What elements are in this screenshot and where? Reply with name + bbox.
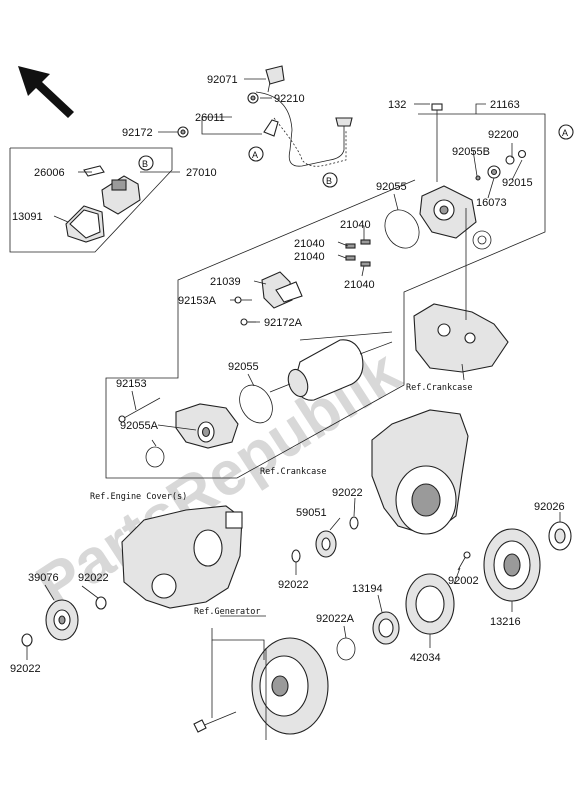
part-label-59051: 59051: [296, 507, 327, 519]
part-label-13091: 13091: [12, 211, 43, 223]
o-ring-rear: [384, 209, 420, 249]
crankcase-left-part: [371, 409, 469, 535]
callout-A-left: A: [248, 146, 264, 162]
ref-generator: Ref.Generator: [194, 607, 261, 617]
part-label-21040-b: 21040: [294, 238, 325, 250]
starter-front-flange: [175, 403, 239, 449]
part-label-21040-d: 21040: [344, 279, 375, 291]
engine-cover-part: [121, 505, 243, 609]
starter-assembly-frame: [105, 113, 546, 479]
part-label-92022-d: 92022: [10, 663, 41, 675]
part-label-92026: 92026: [534, 501, 565, 513]
part-label-92153A: 92153A: [178, 295, 217, 307]
svg-text:A: A: [562, 128, 568, 138]
starter-clutch-bolt: [457, 551, 471, 571]
part-label-92210: 92210: [274, 93, 305, 105]
leader-lines: [26, 78, 561, 718]
part-label-92055-top: 92055: [376, 181, 407, 193]
part-label-27010: 27010: [186, 167, 217, 179]
part-label-92172: 92172: [122, 127, 153, 139]
ref-crankcase-right: Ref.Crankcase: [406, 383, 473, 393]
cover-bolt: [431, 103, 443, 182]
part-label-26011: 26011: [195, 112, 225, 124]
svg-text:A: A: [252, 150, 258, 160]
part-label-92002: 92002: [448, 575, 479, 587]
relay-bolt: [177, 126, 189, 138]
starter-relay-body: [101, 175, 141, 215]
part-label-13194: 13194: [352, 583, 383, 595]
part-label-92153: 92153: [116, 378, 147, 390]
starter-end-cover: [419, 185, 477, 239]
part-label-39076: 39076: [28, 572, 59, 584]
part-label-92071: 92071: [207, 74, 238, 86]
starter-clutch-gear: [483, 528, 541, 602]
part-label-13216: 13216: [490, 616, 521, 628]
washer-idle-small: [291, 549, 301, 563]
ref-crankcase-left: Ref.Crankcase: [260, 467, 327, 477]
brush-holder: [261, 271, 303, 309]
gear-outline-icon: [472, 230, 492, 250]
part-label-92022A: 92022A: [316, 613, 355, 625]
brush-screw-a: [234, 296, 252, 304]
o-ring-small: [145, 446, 165, 468]
part-label-92022-b: 92022: [78, 572, 109, 584]
through-bolt: [118, 397, 161, 423]
part-label-92015: 92015: [502, 177, 533, 189]
ref-engine-cover: Ref.Engine Cover(s): [90, 492, 187, 502]
callout-B-right: B: [322, 172, 338, 188]
starter-motor-yoke: [269, 331, 393, 401]
terminal-nut: [487, 165, 501, 179]
direction-arrow-icon: [18, 66, 74, 118]
svg-text:B: B: [142, 159, 148, 169]
generator-rotor: [251, 637, 329, 740]
part-label-16073: 16073: [476, 197, 507, 209]
part-label-92200: 92200: [488, 129, 519, 141]
washer-clutch: [336, 637, 356, 661]
part-label-21040-c: 21040: [294, 251, 325, 263]
part-label-92022-a: 92022: [332, 487, 363, 499]
part-label-92055B: 92055B: [452, 146, 490, 158]
part-label-132: 132: [388, 99, 406, 111]
starter-clutch-body: [405, 573, 455, 635]
brush-springs: [345, 239, 371, 267]
idle-gear-small: [315, 530, 337, 558]
part-label-92055-mid: 92055: [228, 361, 259, 373]
part-label-92055A: 92055A: [120, 420, 159, 432]
one-way-clutch: [372, 611, 400, 645]
callout-B-relay: B: [138, 155, 154, 171]
starter-clutch-oil-seal: [548, 521, 572, 551]
svg-text:B: B: [326, 176, 332, 186]
part-label-42034: 42034: [410, 652, 441, 664]
wiring-harness: [255, 65, 353, 167]
washer-crankcase: [349, 516, 359, 530]
o-ring-front: [239, 384, 273, 424]
washer-idle-gear: [95, 596, 107, 610]
relay-bracket-frame: [9, 147, 173, 253]
part-label-21163: 21163: [490, 99, 520, 111]
idle-gear-large: [45, 599, 79, 641]
part-label-21040-a: 21040: [340, 219, 371, 231]
part-label-92022-c: 92022: [278, 579, 309, 591]
part-label-21039: 21039: [210, 276, 241, 288]
relay-rubber-mount: [65, 205, 105, 243]
wire-terminal-nut: [247, 92, 259, 104]
washer-bottom-left: [21, 633, 33, 647]
rotor-bolt: [193, 711, 237, 733]
crankcase-right-part: [413, 208, 509, 373]
part-label-26006: 26006: [34, 167, 65, 179]
callout-A-top: A: [558, 124, 574, 140]
relay-cover: [83, 165, 105, 177]
part-label-92172A: 92172A: [264, 317, 303, 329]
